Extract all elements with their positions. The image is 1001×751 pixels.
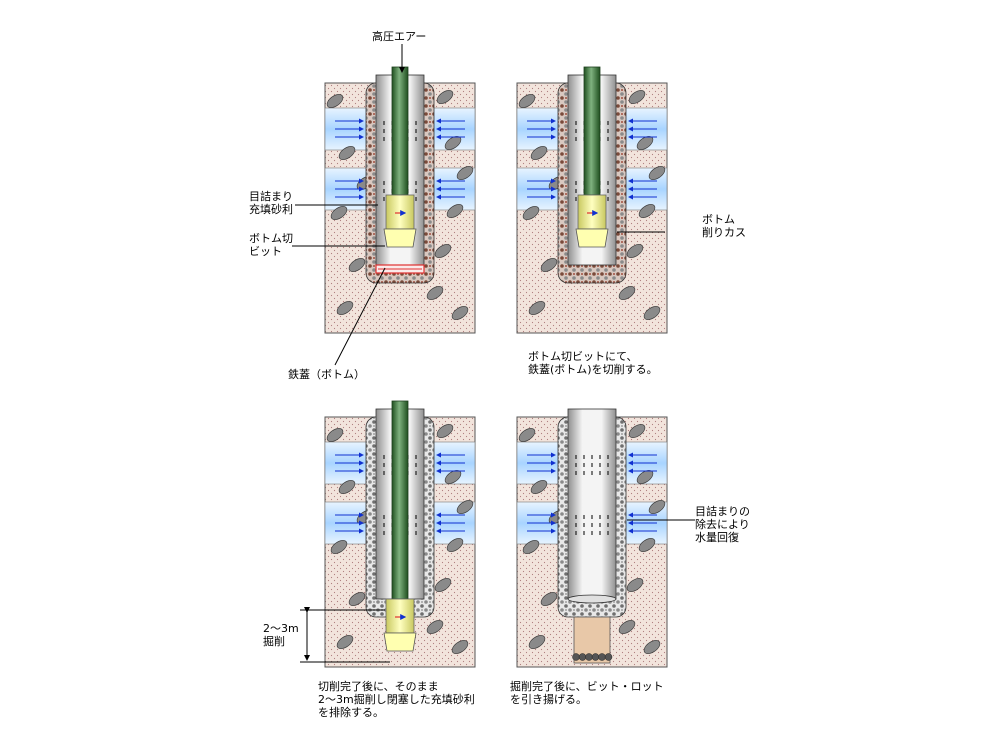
gravel-stone — [572, 653, 580, 661]
rock — [530, 480, 548, 494]
rock — [451, 640, 469, 654]
gravel-stone — [585, 653, 593, 661]
casing-bottom — [567, 594, 617, 604]
label-depth-2: 掘削 — [263, 634, 285, 648]
caption-panel3-line1: 切削完了後に、そのまま — [318, 679, 439, 693]
label-dust-2: 削りカス — [702, 225, 746, 239]
rock — [626, 244, 644, 258]
rock — [648, 166, 666, 180]
rock — [628, 424, 646, 438]
rock — [444, 136, 462, 150]
rock — [636, 470, 654, 484]
rock — [522, 540, 540, 554]
rock — [446, 204, 464, 218]
gravel-stone — [578, 653, 587, 661]
label-bit-1: ボトム切 — [249, 232, 293, 245]
rock — [348, 258, 366, 272]
rock — [326, 94, 344, 108]
label-recover-1: 目詰まりの — [695, 504, 750, 518]
rock — [456, 166, 474, 180]
drill-bit-head — [383, 632, 417, 652]
rock — [618, 286, 636, 300]
caption-panel3-line2: 2〜3m掘削し閉塞した充填砂利 — [318, 692, 475, 706]
drill-bit-body — [385, 194, 415, 230]
rock — [336, 301, 354, 315]
rock — [338, 480, 356, 494]
diagram-labels: 高圧エアー 目詰まり 充填砂利 ボトム切 ビット 鉄蓋（ボトム） ボトム 削りカ… — [249, 29, 750, 719]
label-air: 高圧エアー — [372, 29, 426, 43]
label-clog-gravel-2: 充填砂利 — [249, 202, 293, 216]
rock — [638, 204, 656, 218]
rock — [444, 470, 462, 484]
well-panel-3 — [324, 400, 476, 668]
rock — [626, 578, 644, 592]
drill-bit-body — [385, 598, 415, 634]
well-panel-4 — [516, 408, 668, 668]
rock — [540, 258, 558, 272]
caption-panel2-line2: 鉄蓋(ボトム)を切削する。 — [528, 362, 658, 376]
rock — [451, 306, 469, 320]
rock — [456, 500, 474, 514]
caption-panel2-line1: ボトム切ビットにて、 — [528, 350, 637, 363]
label-recover-3: 水量回復 — [695, 531, 739, 544]
rock — [434, 244, 452, 258]
rock — [518, 94, 536, 108]
rock — [348, 592, 366, 606]
rock — [638, 538, 656, 552]
rock — [336, 635, 354, 649]
rock — [518, 428, 536, 442]
drill-rod — [391, 66, 409, 196]
rock — [643, 306, 661, 320]
rock — [636, 136, 654, 150]
rock — [330, 206, 348, 220]
rock — [540, 592, 558, 606]
drill-bit-head — [575, 228, 609, 248]
label-depth-1: 2〜3m — [263, 622, 299, 635]
label-dust-1: ボトム — [702, 213, 735, 226]
gravel-stone — [591, 653, 600, 661]
label-bit-2: ビット — [249, 245, 282, 258]
well-panel-1 — [324, 66, 476, 334]
rock — [528, 301, 546, 315]
annotation-lines — [292, 44, 695, 663]
rock — [530, 146, 548, 160]
caption-panel3-line3: を排除する。 — [318, 705, 384, 719]
rock — [434, 578, 452, 592]
rock — [528, 635, 546, 649]
rock — [643, 640, 661, 654]
gravel-stone — [604, 653, 613, 661]
gravel-stone — [598, 653, 606, 661]
drill-rod — [391, 400, 409, 600]
rock — [338, 146, 356, 160]
rock — [426, 286, 444, 300]
rock — [522, 206, 540, 220]
rock — [436, 90, 454, 104]
well-casing — [567, 408, 617, 600]
rock — [446, 538, 464, 552]
rock — [628, 90, 646, 104]
rock — [436, 424, 454, 438]
label-lid: 鉄蓋（ボトム） — [288, 367, 365, 381]
rock — [330, 540, 348, 554]
rock — [618, 620, 636, 634]
label-recover-2: 除去により — [695, 517, 750, 531]
rock — [326, 428, 344, 442]
drill-bit-head — [383, 228, 417, 248]
label-clog-gravel-1: 目詰まり — [249, 189, 293, 203]
drill-rod — [583, 66, 601, 196]
caption-panel4-line2: を引き揚げる。 — [510, 692, 587, 706]
rock — [648, 500, 666, 514]
caption-panel4-line1: 掘削完了後に、ビット・ロット — [510, 679, 664, 693]
drill-bit-body — [577, 194, 607, 230]
well-panel-2 — [516, 66, 668, 334]
rock — [426, 620, 444, 634]
